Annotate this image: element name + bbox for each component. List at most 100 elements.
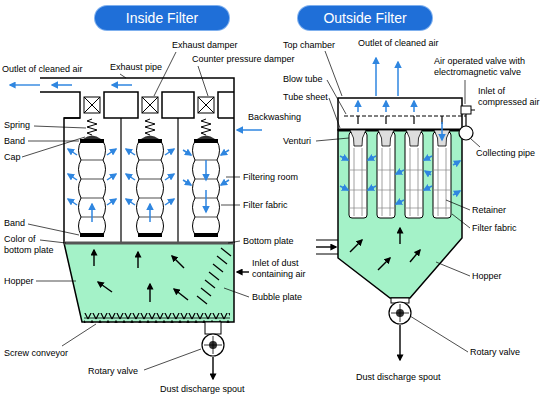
leader-line	[325, 51, 342, 96]
blow-tube	[344, 116, 466, 124]
dust-arrow	[399, 228, 400, 244]
dust-arrow	[378, 258, 390, 270]
flow-arrow	[221, 150, 229, 155]
leader-line	[452, 214, 470, 228]
dust-arrow	[10, 85, 249, 379]
bottom-plate	[64, 242, 234, 245]
filter-bag	[193, 119, 220, 237]
part-label: Band	[4, 136, 25, 147]
flow-arrow	[453, 161, 460, 165]
leader-line	[34, 126, 86, 128]
flow-arrow	[397, 62, 399, 96]
dust-arrow	[399, 325, 400, 360]
flow-arrow	[425, 171, 431, 175]
filter-bag	[405, 130, 423, 218]
leader-line	[224, 288, 249, 297]
damper-symbol	[84, 97, 100, 113]
cell-wall	[121, 118, 178, 243]
hopper-body	[64, 243, 234, 322]
filter-housing	[316, 240, 338, 241]
part-label: Exhaust damper	[172, 40, 238, 51]
flow-arrow	[52, 85, 262, 222]
hopper-body	[64, 243, 234, 322]
rotary-valve	[389, 302, 411, 324]
part-label: Counter pressure damper	[192, 54, 295, 65]
exhaust-pipe	[64, 117, 234, 119]
flow-arrow	[52, 84, 72, 86]
bubble-plate	[209, 272, 219, 280]
pulse-valve	[461, 106, 471, 114]
leader-line	[62, 324, 96, 346]
title-text: Inside Filter	[107, 10, 217, 26]
rotary-valve	[202, 322, 224, 356]
leader-line	[226, 177, 240, 178]
dust-arrow	[98, 282, 112, 292]
flow-arrow	[91, 204, 93, 222]
rotary-valve	[205, 322, 221, 334]
bubble-plate	[217, 256, 227, 264]
part-label: Bottom plate	[243, 236, 294, 247]
leader-line	[36, 281, 76, 282]
flow-arrow	[357, 101, 359, 112]
flow-arrow	[424, 156, 432, 160]
title-box: Outside Filter	[298, 6, 432, 30]
part-label: Backwashing	[248, 112, 301, 123]
dust-arrow	[172, 256, 184, 268]
part-label: Outlet of cleaned air	[2, 64, 83, 75]
leader-line	[198, 66, 208, 96]
flow-arrow	[149, 204, 151, 222]
flow-arrow	[453, 191, 460, 195]
part-label: Top chamber	[283, 40, 335, 51]
bubble-plate	[197, 248, 231, 304]
leader-line	[465, 80, 466, 104]
exhaust-pipe	[162, 92, 194, 118]
leader-line	[22, 52, 249, 370]
title-text: Outside Filter	[310, 10, 420, 26]
rotary-valve	[204, 336, 222, 354]
part-label: Dust discharge spout	[160, 384, 245, 395]
leader-line	[471, 139, 480, 147]
flow-arrow	[205, 190, 207, 212]
leader-line	[144, 349, 201, 370]
part-label: Hopper	[472, 271, 502, 282]
leader-line	[436, 262, 470, 276]
damper-symbol	[84, 97, 100, 113]
leader-line	[316, 51, 480, 352]
filter-housing	[338, 98, 462, 130]
bubble-plate	[213, 264, 223, 272]
leader-line	[228, 241, 240, 243]
leader-line	[28, 224, 79, 235]
flow-arrow	[107, 199, 116, 205]
bubble-plate	[197, 296, 207, 304]
part-label: Inlet of dust containing air	[252, 258, 330, 280]
title-box: Inside Filter	[95, 6, 229, 30]
flow-arrow	[126, 149, 135, 155]
flow-arrow	[424, 186, 432, 190]
part-label: Blow tube	[283, 74, 323, 85]
part-label: Filtering room	[243, 172, 298, 183]
dust-arrow	[350, 240, 362, 252]
flow-arrow	[126, 174, 135, 180]
filter-housing	[316, 254, 338, 255]
rotary-valve	[391, 304, 409, 322]
bottom-plate	[64, 243, 234, 244]
part-label: Retainer	[472, 205, 506, 216]
flow-arrow	[237, 129, 262, 131]
filter-bag	[377, 130, 395, 218]
part-label: Screw conveyor	[4, 348, 68, 359]
damper-symbol	[198, 97, 214, 113]
dust-arrow	[237, 271, 249, 272]
filter-bag	[433, 130, 451, 218]
part-label: Rotary valve	[470, 347, 520, 358]
part-label: Venturi	[283, 136, 311, 147]
part-label: Band	[4, 218, 25, 229]
part-label: Color of bottom plate	[4, 234, 56, 256]
part-label: Collecting pipe	[476, 148, 535, 159]
pulse-valve	[459, 106, 475, 140]
flow-arrow	[107, 174, 116, 180]
flow-arrow	[68, 199, 77, 205]
damper-symbol	[142, 97, 158, 113]
dust-arrow	[316, 228, 420, 360]
leader-line	[327, 80, 346, 114]
